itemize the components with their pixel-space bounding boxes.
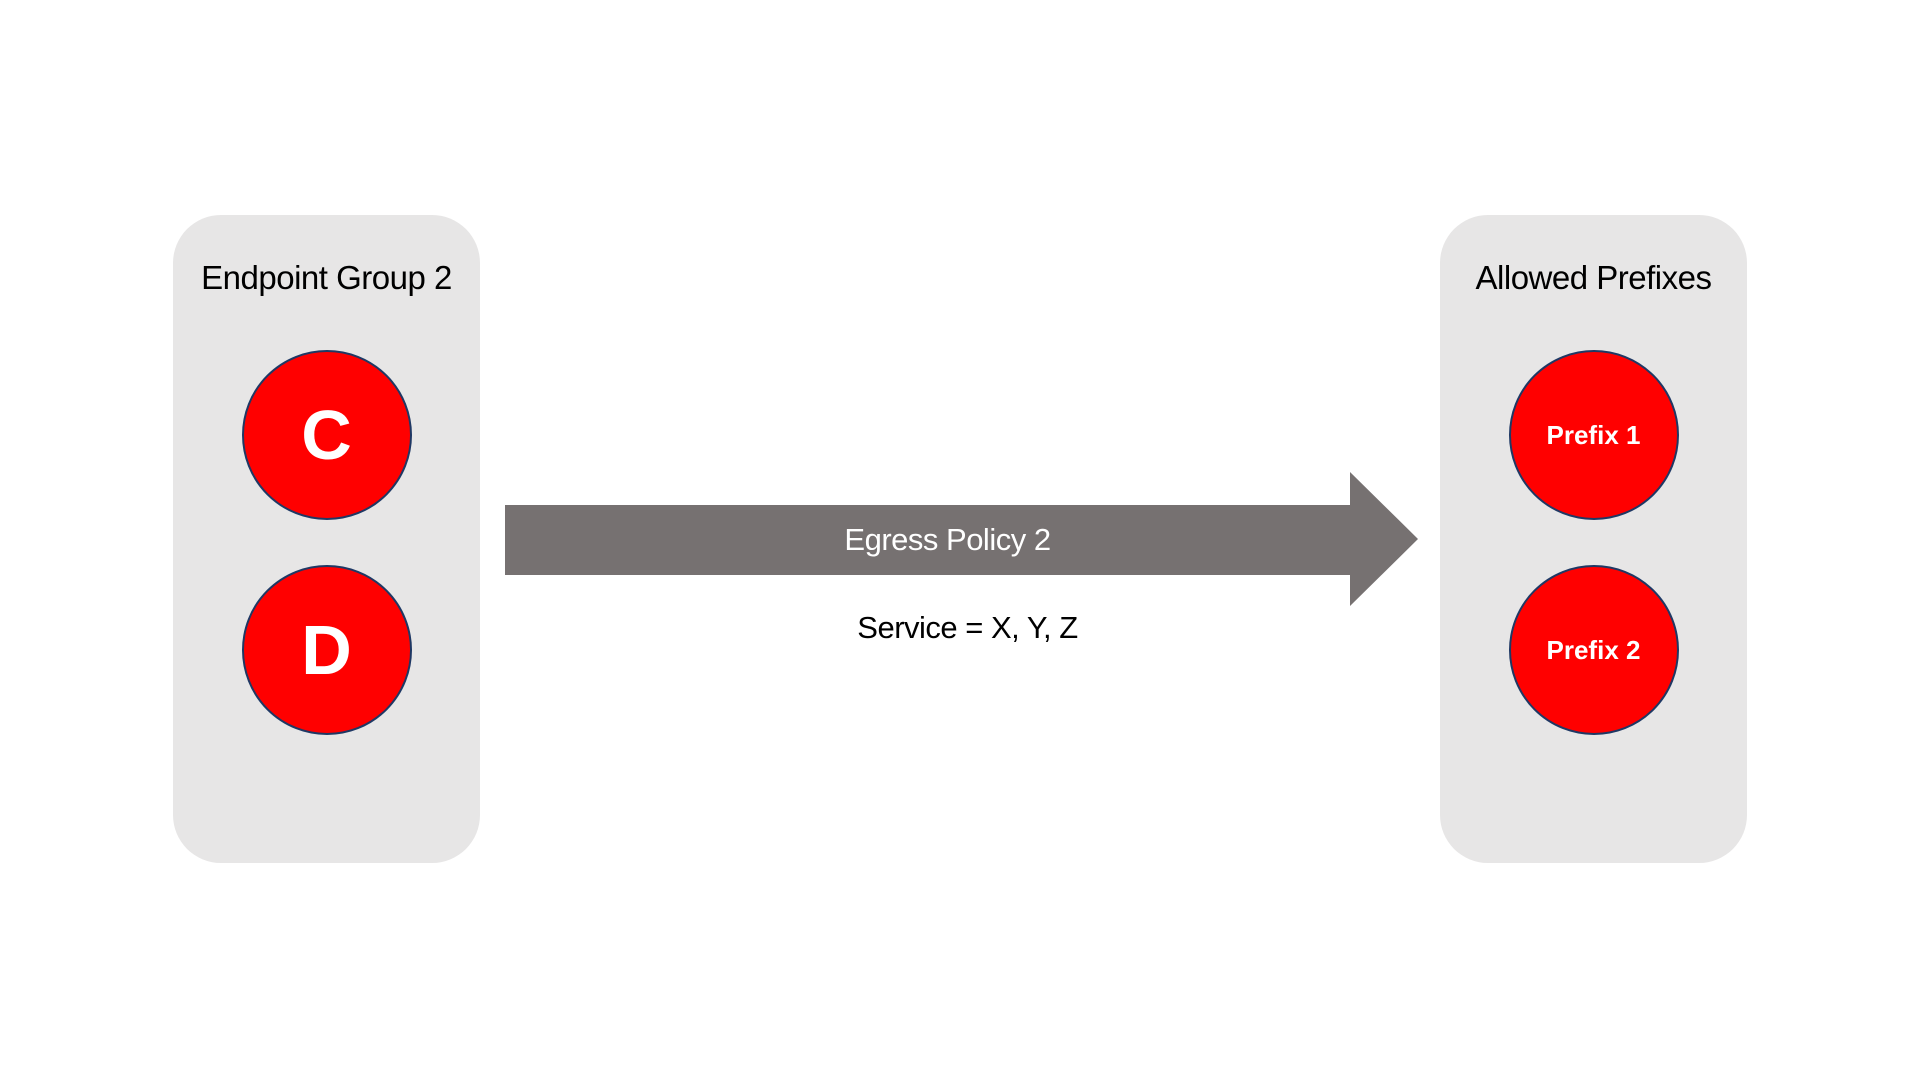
allowed-prefixes-title: Allowed Prefixes [1475, 259, 1712, 296]
endpoint-node-d-label: D [301, 611, 352, 689]
right-arrow-icon [505, 472, 1418, 606]
endpoint-group-title: Endpoint Group 2 [201, 259, 452, 296]
egress-arrow [505, 472, 1418, 606]
service-constraint-label: Service = X, Y, Z [857, 609, 1078, 645]
allowed-prefixes-panel: Allowed Prefixes Prefix 1 Prefix 2 [1440, 215, 1747, 863]
prefix-2-label: Prefix 2 [1546, 635, 1641, 665]
endpoint-node-c: C [241, 350, 412, 520]
egress-policy-label: Egress Policy 2 [844, 522, 1051, 557]
endpoint-group-panel: Endpoint Group 2 C D [173, 215, 480, 863]
prefix-1-node: Prefix 1 [1508, 350, 1679, 520]
prefix-2-node: Prefix 2 [1508, 565, 1679, 735]
endpoint-node-c-label: C [301, 396, 352, 474]
prefix-1-label: Prefix 1 [1546, 420, 1641, 450]
endpoint-node-d: D [241, 565, 412, 735]
